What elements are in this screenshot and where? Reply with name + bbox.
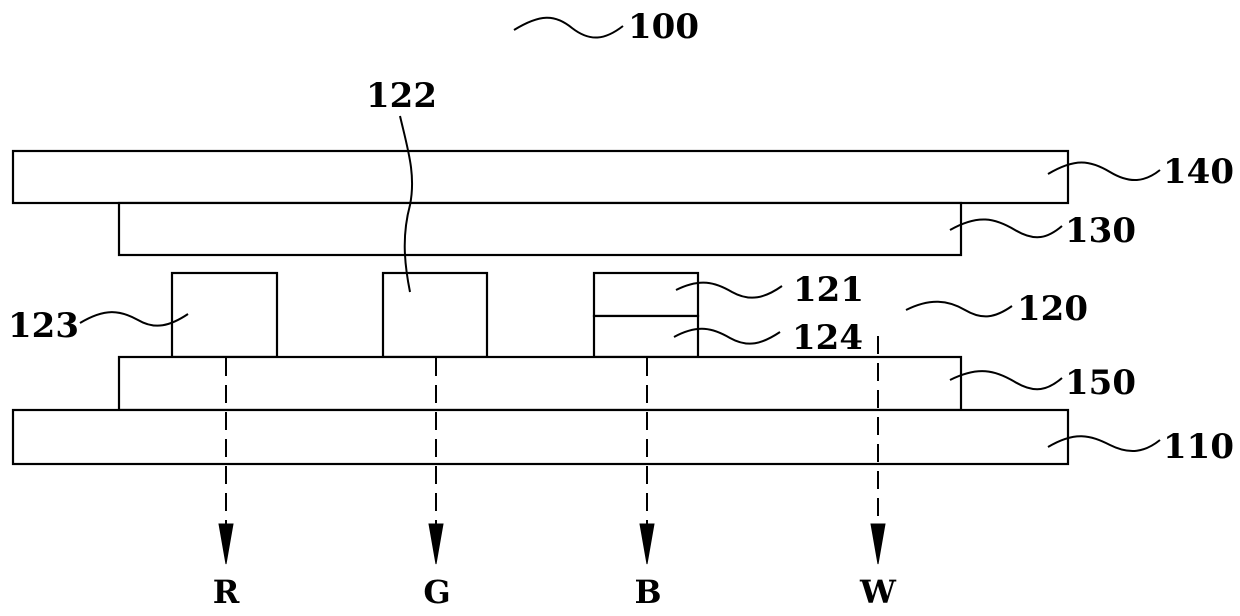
arrow-w-icon — [871, 524, 885, 564]
leader-100 — [514, 18, 623, 38]
arrow-b-icon — [640, 524, 654, 564]
output-label-g: G — [423, 573, 450, 611]
label-121: 121 — [793, 270, 864, 310]
output-label-w: W — [859, 573, 897, 611]
label-120: 120 — [1017, 289, 1088, 329]
layer-150 — [119, 357, 961, 410]
label-150: 150 — [1065, 363, 1136, 403]
leader-150 — [950, 371, 1062, 389]
layer-110 — [13, 410, 1068, 464]
layer-140 — [13, 151, 1068, 203]
block-122 — [383, 273, 487, 357]
block-121 — [594, 273, 698, 316]
output-label-b: B — [634, 573, 661, 611]
leader-130 — [950, 219, 1062, 237]
label-124: 124 — [792, 318, 863, 358]
arrow-g-icon — [429, 524, 443, 564]
arrow-r-icon — [219, 524, 233, 564]
layer-130 — [119, 203, 961, 255]
label-100: 100 — [628, 7, 699, 47]
label-110: 110 — [1163, 427, 1234, 467]
block-124 — [594, 316, 698, 357]
output-label-r: R — [213, 573, 240, 611]
label-140: 140 — [1163, 152, 1234, 192]
label-122: 122 — [366, 76, 437, 116]
leader-120 — [906, 302, 1012, 317]
label-130: 130 — [1065, 211, 1136, 251]
label-123: 123 — [8, 306, 79, 346]
